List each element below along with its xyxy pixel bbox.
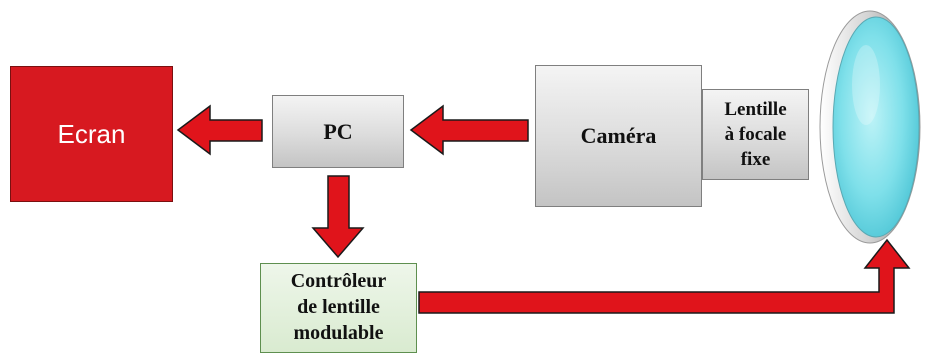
controller-label-line1: Contrôleur <box>290 270 387 292</box>
controller-label-line3: modulable <box>293 322 384 344</box>
fixed-lens-label-line1: Lentille <box>724 99 787 120</box>
pc-box: PC <box>272 95 404 168</box>
arrow-pc-to-ecran <box>176 104 263 156</box>
fixed-lens-label-line2: à focale <box>724 124 787 145</box>
controller-label-line2: de lentille <box>297 296 380 318</box>
controller-box: Contrôleur de lentille modulable <box>260 263 417 353</box>
arrow-pc-to-controller <box>311 175 365 259</box>
ecran-label: Ecran <box>57 118 126 149</box>
arrow-camera-to-pc <box>409 104 529 156</box>
fixed-lens-label-line3: fixe <box>740 149 771 170</box>
ecran-box: Ecran <box>10 66 173 202</box>
fixed-lens-box: Lentille à focale fixe <box>702 89 809 180</box>
camera-box: Caméra <box>535 65 702 207</box>
camera-label: Caméra <box>580 123 657 148</box>
pc-label: PC <box>323 118 353 144</box>
arrow-controller-to-lens <box>418 238 911 314</box>
lens-disc <box>819 10 921 244</box>
